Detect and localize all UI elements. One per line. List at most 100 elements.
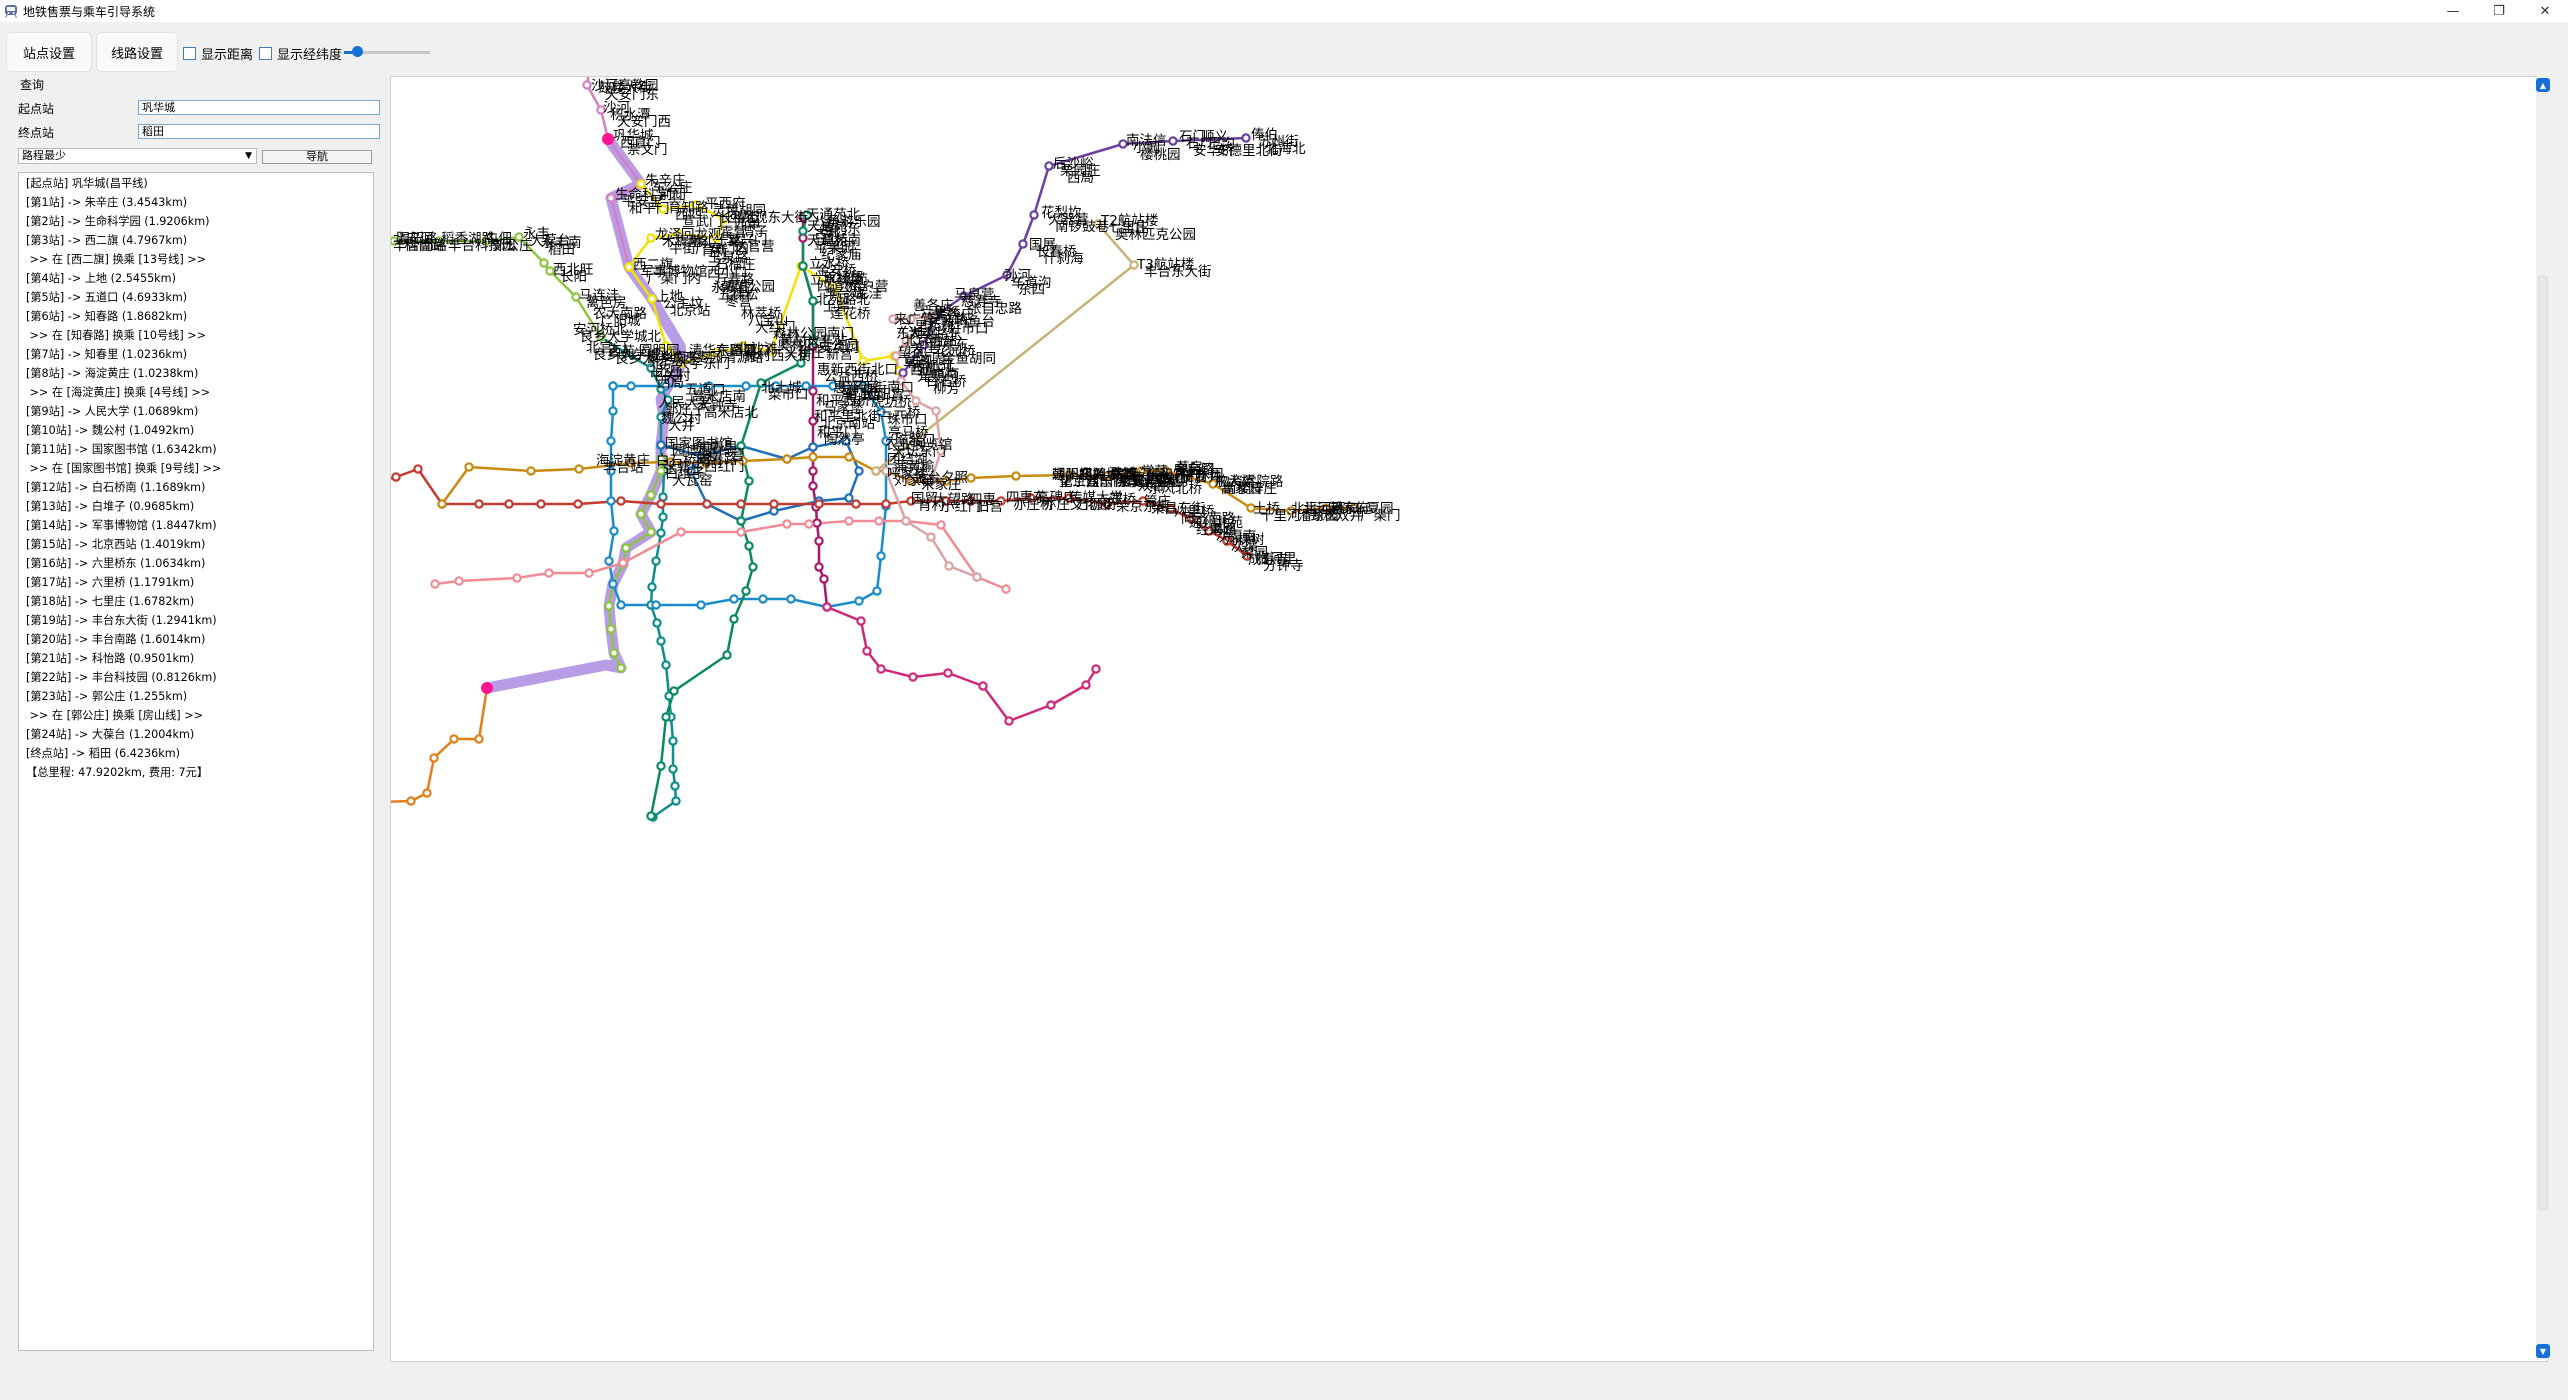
station-marker[interactable]	[844, 516, 854, 526]
station-label[interactable]: 善各庄	[913, 298, 954, 314]
station-label[interactable]: 郭庄子	[665, 402, 706, 418]
station-marker[interactable]	[474, 499, 484, 509]
station-marker[interactable]	[1029, 210, 1039, 220]
station-label[interactable]: 蒲黄榆	[894, 459, 935, 475]
station-marker[interactable]	[646, 527, 656, 537]
station-marker[interactable]	[434, 236, 444, 246]
station-label[interactable]: 平乐园	[1183, 467, 1224, 483]
station-marker[interactable]	[669, 686, 679, 696]
station-marker[interactable]	[661, 341, 671, 351]
station-label[interactable]: 东四	[1018, 282, 1045, 298]
minimize-icon[interactable]: —	[2446, 3, 2460, 19]
station-marker[interactable]	[704, 381, 714, 391]
station-label[interactable]: 人民大学	[658, 395, 712, 411]
station-label[interactable]: 国家图书馆	[665, 436, 733, 452]
station-label[interactable]: 宋家庄	[921, 477, 962, 493]
station-label[interactable]: 灯市口	[948, 321, 989, 337]
station-label[interactable]: 南礼士路	[688, 234, 742, 250]
station-label[interactable]: 清源路	[723, 350, 764, 366]
station-label[interactable]: 圆明园	[639, 343, 680, 359]
station-marker[interactable]	[646, 363, 656, 373]
show-latlon-checkbox[interactable]: 显示经纬度	[259, 44, 342, 63]
station-label[interactable]: 生命科学园	[615, 187, 683, 203]
station-label[interactable]: 四惠东	[1006, 490, 1047, 506]
station-marker[interactable]	[881, 436, 891, 446]
station-label[interactable]: 黄村火车站	[780, 333, 848, 349]
zoom-slider[interactable]	[344, 46, 430, 57]
station-label[interactable]: 十里河	[1260, 508, 1301, 524]
station-marker[interactable]	[429, 753, 439, 763]
station-label[interactable]: 丰台东大街	[1144, 264, 1212, 280]
station-marker[interactable]	[978, 681, 988, 691]
station-label[interactable]: 草桥	[821, 233, 848, 249]
station-label[interactable]: 宣武门	[846, 387, 887, 403]
station-marker[interactable]	[871, 466, 881, 476]
station-label[interactable]: 东直门	[1111, 467, 1152, 483]
station-marker[interactable]	[943, 668, 953, 678]
station-label[interactable]: 金安桥	[816, 263, 857, 279]
station-marker[interactable]	[771, 381, 781, 391]
station-label[interactable]: 孙河	[1004, 268, 1031, 284]
station-marker[interactable]	[844, 493, 854, 503]
station-label[interactable]: 惠新西街南口	[833, 380, 914, 396]
station-marker[interactable]	[782, 519, 792, 529]
station-marker[interactable]	[545, 266, 555, 276]
station-label[interactable]: 望京西	[1059, 474, 1100, 490]
station-label[interactable]: 荣昌东街	[1151, 501, 1205, 517]
station-marker[interactable]	[888, 314, 898, 324]
station-label[interactable]: 西钓鱼台	[941, 314, 995, 330]
station-label[interactable]: 园博园	[672, 443, 713, 459]
station-label[interactable]: 临河里	[1256, 551, 1297, 567]
station-marker[interactable]	[1091, 664, 1101, 674]
station-marker[interactable]	[881, 499, 891, 509]
station-marker[interactable]	[696, 451, 706, 461]
checkbox-icon[interactable]	[183, 47, 196, 60]
station-label[interactable]: 广安门内	[695, 241, 749, 257]
station-label[interactable]: 虎坊桥	[871, 394, 912, 410]
station-marker[interactable]	[573, 499, 583, 509]
navigate-button[interactable]: 导航	[262, 150, 372, 164]
station-label[interactable]: 东夏园	[1353, 501, 1394, 517]
station-label[interactable]: 崇文门	[627, 142, 668, 158]
station-marker[interactable]	[606, 624, 616, 634]
station-label[interactable]: 巩华城	[613, 128, 654, 144]
station-label[interactable]: 长椿街	[719, 210, 760, 226]
station-marker[interactable]	[666, 457, 676, 467]
station-label[interactable]: 北工大西门	[1116, 473, 1184, 489]
station-label[interactable]: 和平里北街	[814, 409, 882, 425]
station-label[interactable]: 奥林匹克公园	[1115, 227, 1196, 243]
station-label[interactable]: 国展	[1029, 237, 1056, 253]
station-marker[interactable]	[464, 462, 474, 472]
station-label[interactable]: 东单	[1153, 474, 1180, 490]
station-label[interactable]: 安河桥北	[573, 322, 627, 338]
maximize-icon[interactable]: ❐	[2493, 3, 2505, 19]
slider-thumb[interactable]	[352, 46, 363, 57]
station-marker[interactable]	[796, 358, 806, 368]
station-marker[interactable]	[670, 781, 680, 791]
station-marker[interactable]	[606, 466, 616, 476]
station-marker[interactable]	[1286, 506, 1296, 516]
station-label[interactable]: 金鱼胡同	[942, 351, 996, 367]
station-marker[interactable]	[1246, 503, 1256, 513]
station-marker[interactable]	[1026, 493, 1036, 503]
station-label[interactable]: 天坛东门	[892, 444, 946, 460]
station-label[interactable]: 南锣鼓巷	[1055, 219, 1109, 235]
station-label[interactable]: 白石桥南	[656, 453, 710, 469]
station-marker[interactable]	[901, 336, 911, 346]
station-label[interactable]: 望京东	[928, 337, 969, 353]
station-marker[interactable]	[744, 541, 754, 551]
station-marker[interactable]	[621, 543, 631, 553]
station-label[interactable]: 团结湖	[887, 452, 928, 468]
station-label[interactable]: 纪家庙	[821, 247, 862, 263]
station-marker[interactable]	[926, 311, 936, 321]
station-label[interactable]: 东四十条	[1079, 467, 1133, 483]
station-label[interactable]: 顺义	[1201, 129, 1228, 145]
station-marker[interactable]	[854, 596, 864, 606]
station-marker[interactable]	[609, 648, 619, 658]
station-marker[interactable]	[858, 356, 868, 366]
station-label[interactable]: 前门	[659, 187, 686, 203]
station-label[interactable]: 崔各庄	[934, 307, 975, 323]
station-label[interactable]: 立水桥南	[810, 272, 864, 288]
station-label[interactable]: 天安门东	[605, 87, 659, 103]
station-label[interactable]: 北京大学东门	[649, 356, 730, 372]
